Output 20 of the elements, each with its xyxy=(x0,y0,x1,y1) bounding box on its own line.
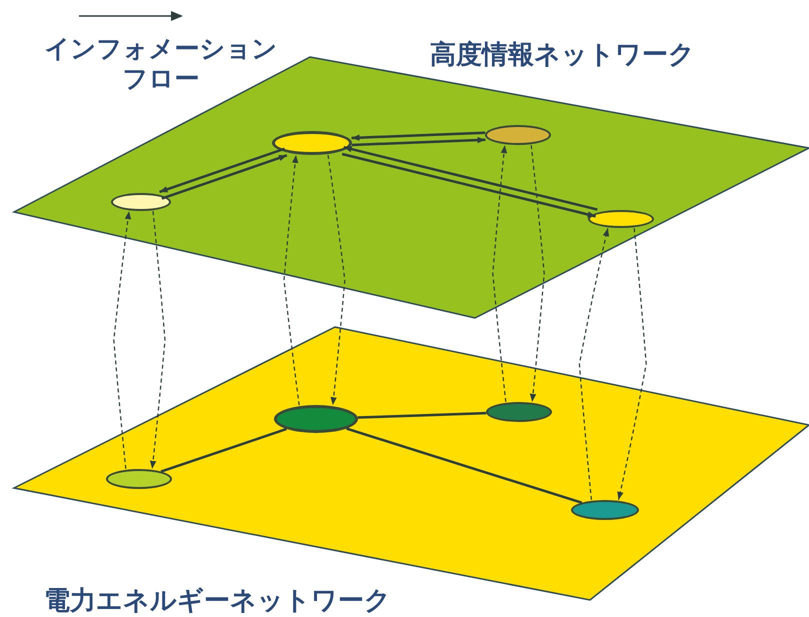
connector-line xyxy=(358,412,486,419)
dashed-arrow xyxy=(617,228,647,500)
dashed-arrow xyxy=(578,228,610,500)
connector-line xyxy=(160,428,287,473)
legend-label: インフォメーションフロー xyxy=(44,34,278,94)
arrow xyxy=(352,136,486,146)
dashed-arrow xyxy=(530,145,545,402)
arrow xyxy=(343,146,598,211)
dashed-arrow xyxy=(283,154,300,406)
arrow xyxy=(342,152,596,218)
dashed-arrow xyxy=(327,154,346,406)
dashed-arrow xyxy=(492,145,508,402)
dashed-arrow xyxy=(150,211,166,469)
arrow xyxy=(159,148,286,194)
dashed-arrow xyxy=(113,211,132,469)
connector-line xyxy=(346,427,582,504)
plane-title: 電力エネルギーネットワーク xyxy=(44,586,391,616)
arrow xyxy=(351,132,486,141)
arrow xyxy=(161,154,288,200)
plane-title: 高度情報ネットワーク xyxy=(430,40,695,70)
